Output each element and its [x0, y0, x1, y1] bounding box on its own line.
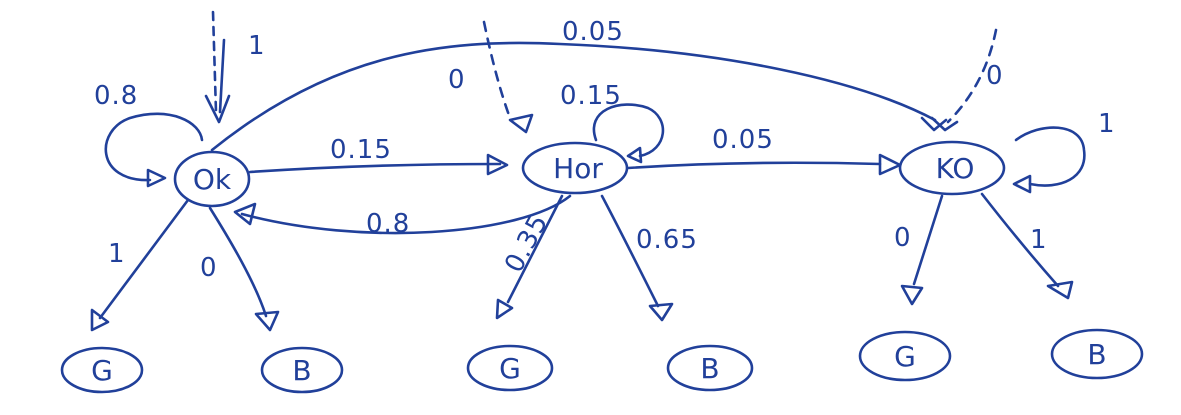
output-node-hor-g [466, 344, 554, 392]
output-node-ko-b [1050, 328, 1144, 380]
emission-label-ko-g: 0 [894, 223, 912, 253]
emission-ko-b [980, 192, 1060, 288]
transition-label-hor-ko: 0.05 [712, 125, 774, 155]
loop-ko-ko [1014, 126, 1086, 187]
loop-ok-ok [104, 112, 204, 182]
output-node-hor-b [666, 344, 754, 392]
initial-arrowhead-hor [508, 113, 534, 134]
transition-label-ko-ko: 1 [1098, 109, 1116, 139]
loop-ok-ok-head [146, 168, 167, 188]
state-node-ok [173, 150, 251, 208]
emission-hor-g [506, 194, 564, 304]
state-label-ok: Ok [193, 163, 232, 196]
loop-hor-hor-head [626, 146, 643, 164]
state-node-ko [898, 140, 1006, 196]
output-label-ok-g: G [91, 354, 113, 387]
output-label-hor-g: G [499, 352, 521, 385]
initial-arrow-ok-2 [218, 38, 226, 114]
state-label-ko: KO [936, 152, 975, 185]
transition-label-hor-hor: 0.15 [560, 81, 622, 111]
output-node-ok-b [260, 346, 344, 394]
transition-label-ok-ok: 0.8 [94, 81, 138, 111]
initial-arrow-hor [482, 20, 512, 120]
output-label-ok-b: B [292, 354, 311, 387]
emission-hor-g-head [495, 298, 514, 320]
output-label-ko-b: B [1087, 338, 1106, 371]
loop-ko-ko-head [1012, 174, 1032, 194]
emission-label-ok-b: 0 [200, 253, 218, 283]
edge-hor-ko [626, 161, 882, 170]
initial-arrowhead-ok [204, 94, 231, 124]
output-node-ko-g [858, 330, 952, 382]
output-node-ok-g [60, 346, 144, 394]
initial-arrow-ko [946, 28, 998, 124]
emission-ok-g [98, 198, 190, 320]
emission-hor-b-head [648, 302, 674, 322]
transition-label-hor-ok: 0.8 [366, 209, 410, 239]
loop-hor-hor [592, 103, 665, 158]
emission-label-hor-b: 0.65 [636, 225, 698, 255]
initial-prob-hor: 0 [448, 65, 466, 95]
emission-label-ko-b: 1 [1030, 225, 1048, 255]
emission-label-ok-g: 1 [108, 239, 126, 269]
edge-hor-ok [240, 194, 572, 235]
edge-hor-ok-head [233, 202, 257, 226]
emission-ko-b-head [1046, 280, 1074, 300]
state-label-hor: Hor [553, 152, 603, 185]
edge-ok-hor-head [486, 153, 509, 176]
edge-ok-hor [248, 162, 502, 174]
emission-ko-g [912, 194, 944, 286]
initial-arrow-ok [211, 10, 218, 114]
emission-ok-g-head [90, 308, 110, 332]
initial-arrowhead-ko [920, 116, 959, 132]
emission-ok-b-head [254, 310, 280, 332]
emission-label-hor-g: 0.35 [499, 209, 555, 278]
output-label-hor-b: B [700, 352, 719, 385]
initial-prob-ok: 1 [248, 31, 266, 61]
emission-ko-g-head [900, 284, 924, 306]
transition-label-ok-ko: 0.05 [562, 17, 624, 47]
edge-ok-ko [210, 41, 937, 152]
transition-label-ok-hor: 0.15 [330, 135, 392, 165]
emission-ok-b [208, 206, 268, 318]
emission-hor-b [600, 194, 660, 308]
output-label-ko-g: G [894, 340, 916, 373]
initial-prob-ko: 0 [986, 61, 1004, 91]
edge-hor-ko-head [878, 153, 902, 176]
